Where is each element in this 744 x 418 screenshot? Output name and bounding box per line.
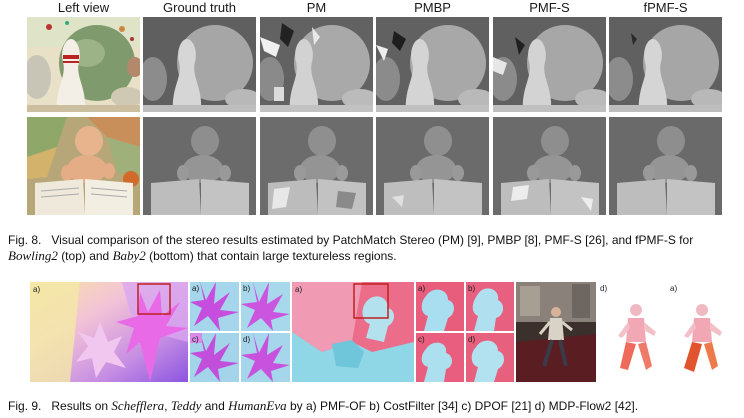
column-header-ground-truth: Ground truth <box>163 0 236 15</box>
baby2-fpmf-s-result-image <box>609 117 722 215</box>
sublabel-a: a) <box>33 285 41 294</box>
column-header-pmf-s: PMF-S <box>529 0 570 15</box>
schefflera-crop-c-image: c) <box>190 333 239 382</box>
figure-8-label: Fig. 8. <box>8 233 42 247</box>
sublabel-b: b) <box>468 284 476 293</box>
figure-9-caption: Fig. 9. Results on Schefflera, Teddy and… <box>8 398 738 414</box>
figure-9-dataset-humaneva: HumanEva <box>228 398 287 413</box>
column-header-pm: PM <box>306 0 327 15</box>
column-header-left-view: Left view <box>57 0 110 15</box>
figure-8-dataset-baby2: Baby2 <box>112 248 146 263</box>
sublabel-d: d) <box>600 284 608 293</box>
bowling2-pmbp-result-image <box>376 17 489 112</box>
humaneva-frame-image <box>516 282 596 382</box>
baby2-pm-result-image <box>260 117 373 215</box>
figure-9-caption-text: by a) PMF-OF b) CostFilter [34] c) DPOF … <box>289 399 639 413</box>
schefflera-flow-large-image: a) <box>30 282 188 382</box>
humaneva-flow-d-image: d) <box>598 282 668 382</box>
teddy-crop-c-image: c) <box>416 333 464 382</box>
bowling2-fpmf-s-result-image <box>609 17 722 112</box>
teddy-crop-a-image: a) <box>416 282 464 331</box>
sublabel-a: a) <box>295 285 303 294</box>
figure-8-caption-text: (bottom) that contain large textureless … <box>149 249 397 263</box>
figure-9-caption-separator: , <box>164 399 168 413</box>
teddy-crop-b-image: b) <box>466 282 514 331</box>
figure-8-caption-text: (top) and <box>61 249 110 263</box>
teddy-flow-large-image: a) <box>292 282 414 382</box>
column-header-fpmf-s: fPMF-S <box>643 0 688 15</box>
bowling2-ground-truth-image <box>143 17 256 112</box>
figure-9-caption-text: and <box>204 399 225 413</box>
bowling2-pmf-s-result-image <box>493 17 606 112</box>
humaneva-flow-a-image: a) <box>668 282 738 382</box>
figure-9-dataset-schefflera: Schefflera <box>111 398 165 413</box>
sublabel-d: d) <box>468 335 476 344</box>
sublabel-c: c) <box>418 335 425 344</box>
sublabel-a: a) <box>192 284 200 293</box>
sublabel-a: a) <box>670 284 678 293</box>
sublabel-a: a) <box>418 284 426 293</box>
baby2-left-view-image <box>27 117 140 215</box>
bowling2-pm-result-image <box>260 17 373 112</box>
column-header-pmbp: PMBP <box>414 0 451 15</box>
figure-8-caption-text: Visual comparison of the stereo results … <box>51 233 694 247</box>
schefflera-crop-b-image: b) <box>241 282 290 331</box>
figure-8-caption: Fig. 8. Visual comparison of the stereo … <box>8 233 738 264</box>
figure-9-dataset-teddy: Teddy <box>170 398 202 413</box>
sublabel-b: b) <box>243 284 251 293</box>
baby2-ground-truth-image <box>143 117 256 215</box>
bowling2-left-view-image <box>27 17 140 112</box>
baby2-pmf-s-result-image <box>493 117 606 215</box>
figure-9-label: Fig. 9. <box>8 399 42 413</box>
figure-9-caption-text: Results on <box>51 399 109 413</box>
schefflera-crop-a-image: a) <box>190 282 239 331</box>
schefflera-crop-d-image: d) <box>241 333 290 382</box>
baby2-pmbp-result-image <box>376 117 489 215</box>
figure-8-dataset-bowling2: Bowling2 <box>8 248 58 263</box>
teddy-crop-d-image: d) <box>466 333 514 382</box>
sublabel-d: d) <box>243 335 251 344</box>
sublabel-c: c) <box>192 335 199 344</box>
